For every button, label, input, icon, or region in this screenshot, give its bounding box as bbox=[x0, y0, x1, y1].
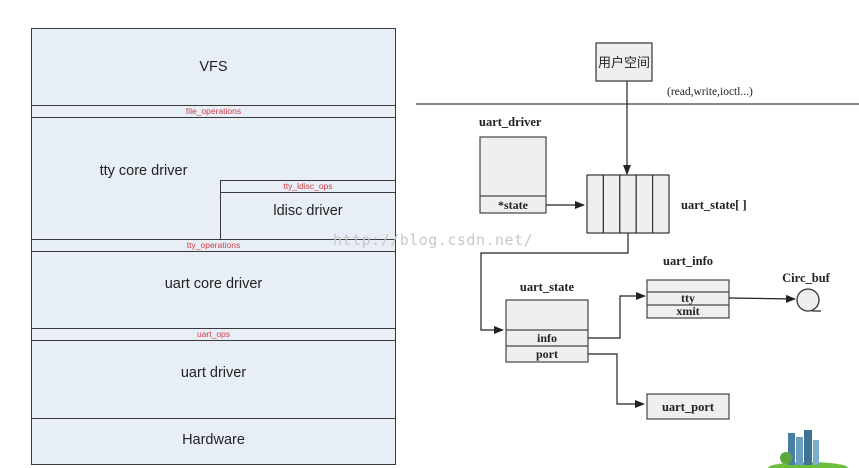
arrow-port-to-uart-port bbox=[588, 353, 645, 408]
uart-driver-box bbox=[479, 136, 547, 214]
uart-core-layer: uart core driver bbox=[31, 251, 396, 330]
watermark: http://blog.csdn.net/ bbox=[333, 231, 534, 249]
vfs-label: VFS bbox=[199, 59, 228, 75]
arrow-tty-to-circ-buf bbox=[728, 294, 796, 303]
ldisc-layer: ldisc driver bbox=[220, 192, 396, 241]
uart-state-array bbox=[586, 174, 670, 234]
circ-buf-circle bbox=[796, 288, 820, 312]
hardware-label: Hardware bbox=[182, 432, 245, 448]
uart-info-box bbox=[646, 279, 730, 319]
uart-info-field-xmit: xmit bbox=[676, 304, 699, 318]
uart-state-title: uart_state bbox=[520, 280, 575, 294]
arrow-info-to-uart-info bbox=[588, 292, 646, 339]
building-logo-icon bbox=[768, 430, 848, 468]
array-cell bbox=[586, 174, 604, 234]
ldisc-label: ldisc driver bbox=[273, 203, 343, 219]
arrow-array-to-uart-state bbox=[480, 233, 629, 334]
uart-state-box bbox=[505, 299, 589, 363]
uart-state-field-port: port bbox=[536, 347, 558, 361]
uart-state-field-info: info bbox=[537, 331, 557, 345]
uart-core-label: uart core driver bbox=[164, 276, 263, 292]
hardware-layer: Hardware bbox=[31, 418, 396, 465]
uart-info-field-tty: tty bbox=[681, 291, 695, 305]
uart-state-array-title: uart_state[ ] bbox=[681, 198, 747, 212]
uart-info-title: uart_info bbox=[663, 254, 713, 268]
array-cell bbox=[602, 174, 621, 234]
array-cell bbox=[619, 174, 637, 234]
array-cell bbox=[635, 174, 654, 234]
uart-driver-title: uart_driver bbox=[479, 115, 542, 129]
uart-driver-label: uart driver bbox=[180, 365, 247, 381]
syscalls-label: (read,write,ioctl...) bbox=[667, 86, 753, 98]
uart-port-label: uart_port bbox=[662, 400, 715, 414]
tty-core-label: tty core driver bbox=[99, 163, 188, 179]
uart-port-box bbox=[646, 393, 730, 420]
user-space-box bbox=[595, 42, 653, 82]
vfs-layer: VFS bbox=[31, 28, 396, 107]
circ-buf-title: Circ_buf bbox=[782, 271, 831, 285]
array-cell bbox=[651, 174, 670, 234]
user-space-label: 用户空间 bbox=[598, 55, 650, 71]
uart-driver-layer: uart driver bbox=[31, 340, 396, 420]
uart-driver-state-field: *state bbox=[498, 198, 529, 212]
